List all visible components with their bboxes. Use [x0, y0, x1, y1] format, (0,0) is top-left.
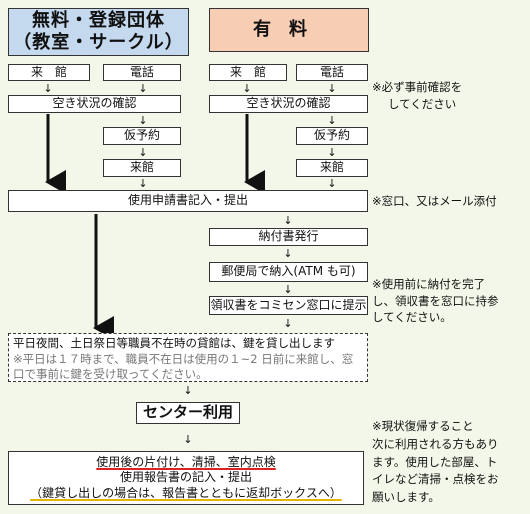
- arrow: ↓: [327, 82, 337, 95]
- note-restore-line1: ※現状復帰すること: [372, 419, 474, 433]
- note-prepay-line1: ※使用前に納付を完了: [372, 277, 486, 291]
- key-lending-main: 平日夜間、土日祭日等職員不在時の貸館は、鍵を貸し出します: [13, 336, 335, 350]
- note-prepay: ※使用前に納付を完了 し、領収書を窓口に持参 してください。: [372, 276, 499, 326]
- note-confirm: ※必ず事前確認を してください: [372, 79, 462, 112]
- arrow: ↓: [327, 177, 337, 190]
- arrow: ↓: [283, 283, 293, 296]
- free-visit2-label: 来館: [129, 160, 154, 175]
- arrow: ↓: [327, 114, 337, 127]
- after-use-line1: 使用後の片付け、清掃、室内点検: [96, 454, 276, 469]
- paid-phone-label: 電話: [319, 64, 344, 79]
- free-provisional-box: 仮予約: [103, 127, 181, 145]
- free-visit2-box: 来館: [103, 159, 181, 177]
- after-use-line2: 使用報告書の記入・提出: [119, 470, 252, 485]
- free-header: 無料・登録団体 （教室・サークル）: [8, 8, 189, 56]
- arrow: ↓: [327, 146, 337, 159]
- arrow: ↓: [183, 384, 193, 397]
- paid-visit2-box: 来館: [296, 159, 368, 177]
- note-prepay-line2: し、領収書を窓口に持参: [372, 293, 499, 308]
- free-availability-label: 空き状況の確認: [52, 96, 137, 111]
- arrow: ↓: [138, 177, 148, 190]
- note-restore-line2: 次に利用される方もあり: [372, 436, 499, 451]
- arrow: ↓: [43, 82, 53, 95]
- free-phone-label: 電話: [129, 64, 154, 79]
- paid-provisional-label: 仮予約: [313, 128, 350, 143]
- note-restore: ※現状復帰すること 次に利用される方もあり ます。使用した部屋、ト イレなど清掃…: [372, 418, 499, 507]
- free-phone-box: 電話: [103, 64, 181, 81]
- arrow: ↓: [138, 114, 148, 127]
- post-payment-box: 郵便局で納入(ATM も可): [209, 262, 368, 282]
- paid-availability-box: 空き状況の確認: [209, 95, 368, 113]
- invoice-label: 納付書発行: [258, 229, 319, 244]
- note-confirm-line1: ※必ず事前確認を: [372, 80, 463, 94]
- after-use-box: 使用後の片付け、清掃、室内点検 使用報告書の記入・提出 （鍵貸し出しの場合は、報…: [8, 451, 364, 505]
- note-window: ※窓口、又はメール添付: [372, 194, 497, 208]
- free-header-line2: （教室・サークル）: [13, 32, 184, 53]
- free-provisional-label: 仮予約: [123, 128, 160, 143]
- application-box: 使用申請書記入・提出: [8, 190, 368, 212]
- invoice-box: 納付書発行: [209, 228, 368, 246]
- paid-availability-label: 空き状況の確認: [246, 96, 331, 111]
- paid-phone-box: 電話: [296, 64, 368, 81]
- paid-header: 有料: [209, 8, 369, 52]
- application-label: 使用申請書記入・提出: [127, 193, 248, 208]
- key-lending-box: 平日夜間、土日祭日等職員不在時の貸館は、鍵を貸し出します ※平日は１７時まで、職…: [8, 333, 368, 382]
- note-confirm-line2: してください: [388, 96, 457, 111]
- key-lending-note: ※平日は１７時まで、職員不在日は使用の１~2 日前に来館し、窓口で事前に鍵を受け…: [13, 351, 354, 382]
- free-visit-box: 来 館: [8, 64, 90, 81]
- paid-visit2-label: 来館: [319, 160, 344, 175]
- free-visit-label: 来 館: [30, 64, 67, 79]
- free-header-line1: 無料・登録団体: [32, 10, 165, 32]
- post-payment-label: 郵便局で納入(ATM も可): [221, 264, 356, 279]
- arrow: ↓: [138, 82, 148, 95]
- paid-header-label: 有料: [253, 18, 325, 40]
- thick-arrows: [45, 114, 265, 340]
- arrow: ↓: [242, 82, 252, 95]
- note-prepay-line3: してください。: [372, 310, 452, 325]
- arrow: ↓: [138, 146, 148, 159]
- note-restore-line4: イレなど清掃・点検をお: [372, 472, 499, 487]
- after-use-line3: （鍵貸し出しの場合は、報告書とともに返却ボックスへ）: [30, 485, 342, 500]
- paid-visit-box: 来 館: [209, 64, 287, 81]
- note-restore-line3: ます。使用した部屋、ト: [372, 454, 498, 469]
- center-use-label: センター利用: [142, 403, 233, 422]
- free-availability-box: 空き状況の確認: [8, 95, 181, 113]
- arrow: ↓: [283, 317, 293, 330]
- receipt-box: 領収書をコミセン窓口に提示: [209, 296, 368, 315]
- paid-visit-label: 来 館: [229, 64, 266, 79]
- arrow: ↓: [183, 433, 193, 446]
- receipt-label: 領収書をコミセン窓口に提示: [210, 297, 367, 312]
- arrow: ↓: [283, 247, 293, 260]
- paid-provisional-box: 仮予約: [296, 127, 368, 145]
- center-use-box: センター利用: [136, 402, 240, 424]
- note-restore-line5: 願いします。: [372, 490, 440, 505]
- arrow: ↓: [283, 214, 293, 227]
